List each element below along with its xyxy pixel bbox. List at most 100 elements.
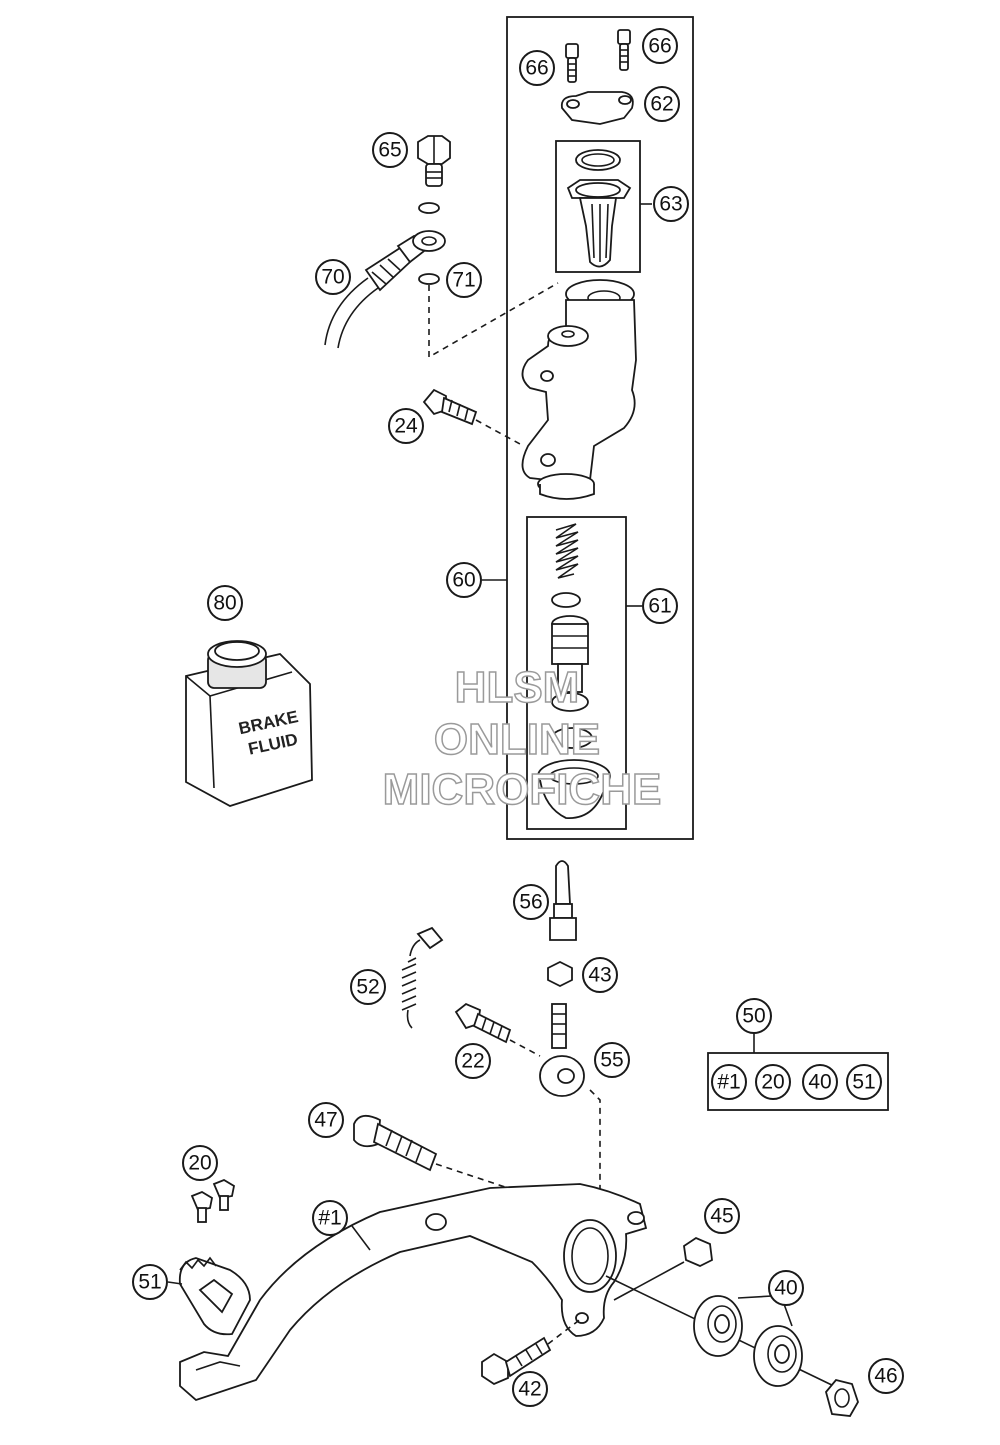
circlip	[551, 727, 593, 749]
svg-text:20: 20	[188, 1152, 211, 1175]
piston-kit-group-box	[526, 516, 627, 830]
bearing-lower	[753, 1325, 803, 1387]
callout-47: 47	[308, 1102, 344, 1138]
brake-fluid-bottle: BRAKE FLUID	[185, 640, 313, 807]
bearing-leaders	[737, 1295, 793, 1327]
brake-hose	[324, 230, 446, 349]
callout-1: #1	[312, 1200, 348, 1236]
callout-56: 56	[513, 884, 549, 920]
watermark-line2: ONLINE	[434, 715, 600, 764]
callout-61: 61	[642, 588, 678, 624]
spring	[555, 523, 579, 579]
nut-45	[683, 1236, 713, 1267]
svg-text:62: 62	[650, 93, 673, 116]
callout-46: 46	[868, 1358, 904, 1394]
callout-45: 45	[704, 1198, 740, 1234]
clevis	[539, 1003, 585, 1097]
svg-text:55: 55	[600, 1049, 623, 1072]
svg-text:#1: #1	[318, 1207, 341, 1230]
callout-40: 40	[768, 1270, 804, 1306]
banjo-bolt	[417, 135, 451, 187]
kit-item-1: #1	[711, 1064, 747, 1100]
dust-boot	[537, 759, 611, 819]
nut-43	[547, 960, 573, 988]
svg-text:60: 60	[452, 569, 475, 592]
svg-text:63: 63	[659, 193, 682, 216]
svg-text:66: 66	[648, 35, 671, 58]
callout-63: 63	[653, 186, 689, 222]
svg-text:51: 51	[138, 1271, 161, 1294]
screw-66-left	[565, 43, 579, 83]
brake-pedal	[179, 1183, 648, 1402]
screws-20	[190, 1178, 236, 1223]
svg-text:80: 80	[213, 592, 236, 615]
bolt-22	[454, 1002, 512, 1044]
bolt-24	[422, 388, 478, 426]
callout-43: 43	[582, 957, 618, 993]
callout-60: 60	[446, 562, 482, 598]
svg-text:65: 65	[378, 139, 401, 162]
svg-text:52: 52	[356, 976, 379, 999]
push-rod	[549, 860, 577, 941]
kit-item-51: 51	[846, 1064, 882, 1100]
svg-text:42: 42	[518, 1378, 541, 1401]
callout-20: 20	[182, 1145, 218, 1181]
callout-70: 70	[315, 259, 351, 295]
svg-text:66: 66	[525, 57, 548, 80]
svg-text:40: 40	[808, 1071, 831, 1094]
svg-text:50: 50	[742, 1005, 765, 1028]
return-spring	[401, 926, 444, 1029]
callout-66-right: 66	[642, 28, 678, 64]
callout-42: 42	[512, 1371, 548, 1407]
bolt-22-leader	[509, 1039, 541, 1057]
bolt-47-leader	[435, 1163, 521, 1193]
kit-item-20: 20	[755, 1064, 791, 1100]
pivot-bolt-47	[353, 1114, 438, 1172]
callout-50: 50	[736, 998, 772, 1034]
step-plate	[178, 1256, 251, 1336]
bolt-24-leader	[475, 419, 521, 445]
bolt-42-leader	[547, 1317, 583, 1345]
svg-text:40: 40	[774, 1277, 797, 1300]
reservoir-parts	[566, 149, 632, 268]
svg-text:46: 46	[874, 1365, 897, 1388]
nut-46	[825, 1378, 859, 1417]
svg-text:71: 71	[452, 269, 475, 292]
nut-45-leader	[613, 1261, 685, 1301]
clevis-leader	[589, 1089, 601, 1200]
callout-52: 52	[350, 969, 386, 1005]
washer-lower	[418, 273, 440, 285]
callout-71: 71	[446, 262, 482, 298]
kit-item-40: 40	[802, 1064, 838, 1100]
bearing-upper	[693, 1295, 743, 1357]
svg-text:24: 24	[394, 415, 418, 438]
callout-51: 51	[132, 1264, 168, 1300]
callout-62: 62	[644, 86, 680, 122]
master-cylinder-group-box	[506, 16, 694, 840]
svg-text:43: 43	[588, 964, 611, 987]
svg-text:56: 56	[519, 891, 542, 914]
svg-text:61: 61	[648, 595, 671, 618]
callout-22: 22	[455, 1043, 491, 1079]
reservoir-cap	[560, 91, 634, 125]
svg-text:22: 22	[461, 1050, 484, 1073]
callout-55: 55	[594, 1042, 630, 1078]
callout-65: 65	[372, 132, 408, 168]
callout-leaders	[167, 203, 755, 1285]
watermark-line1: HLSM	[455, 663, 580, 712]
reservoir-group-box	[555, 140, 641, 273]
screw-66-right	[617, 29, 631, 71]
callout-80: 80	[207, 585, 243, 621]
piston	[551, 615, 589, 712]
callout-24: 24	[388, 408, 424, 444]
kit-contents-box	[707, 1052, 889, 1111]
svg-text:#1: #1	[717, 1071, 740, 1094]
callout-66-left: 66	[519, 50, 555, 86]
washer-upper	[418, 202, 440, 214]
hose-leader	[428, 282, 559, 359]
svg-text:47: 47	[314, 1109, 337, 1132]
svg-text:51: 51	[852, 1071, 875, 1094]
svg-text:45: 45	[710, 1205, 733, 1228]
